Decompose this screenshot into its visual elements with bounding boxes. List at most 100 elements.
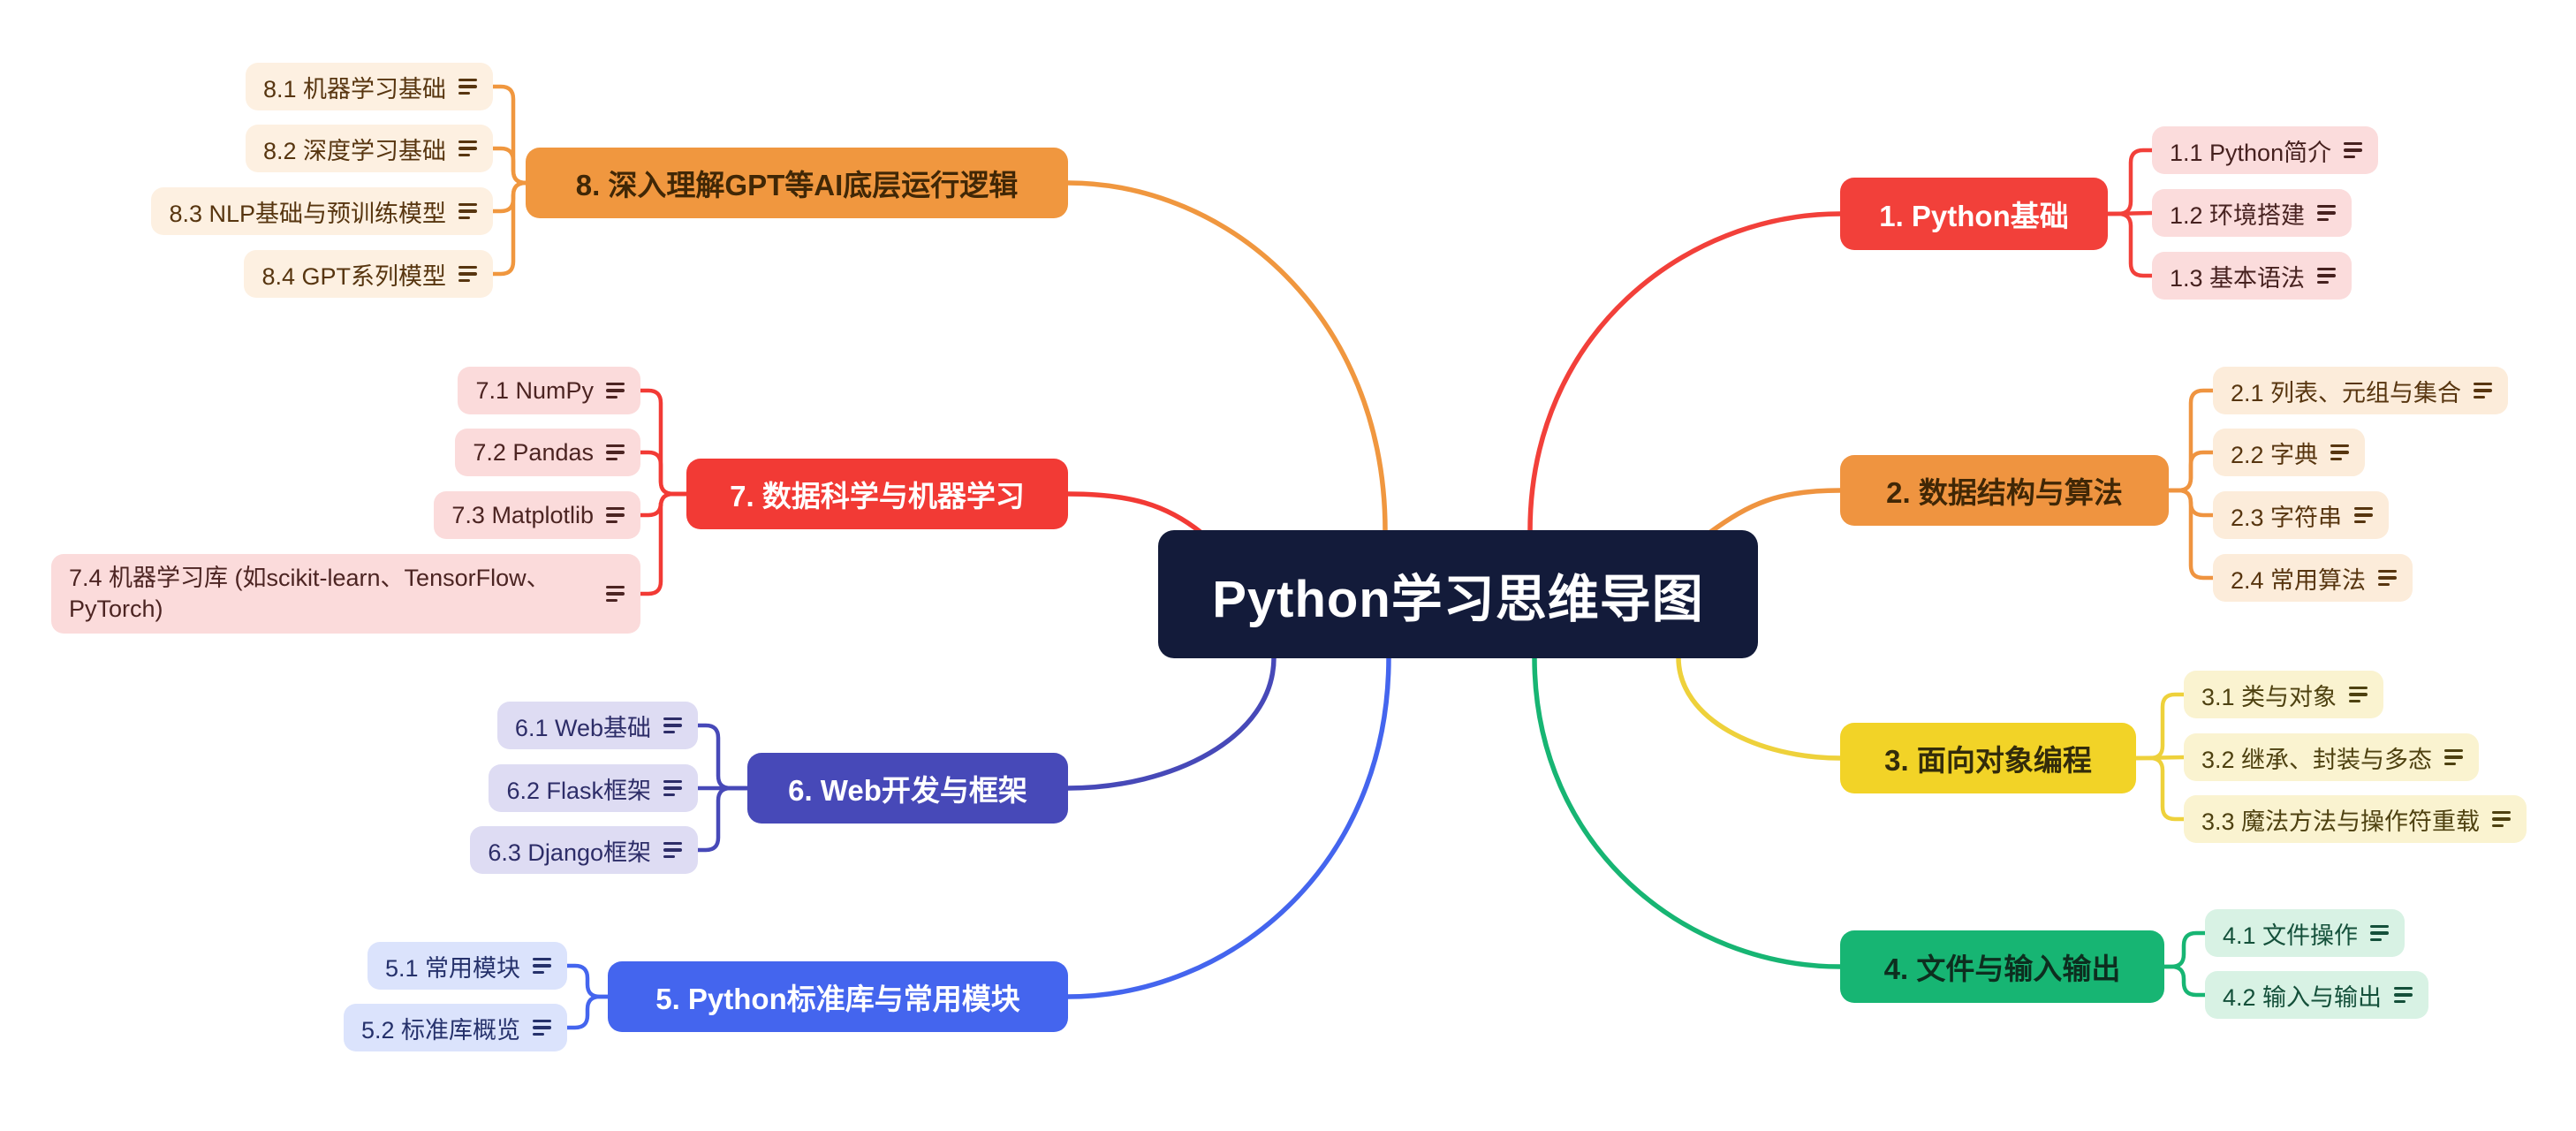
- child-node-6-3[interactable]: 6.3 Django框架: [470, 826, 698, 874]
- notes-icon[interactable]: [2330, 444, 2350, 461]
- child-node-7-3[interactable]: 7.3 Matplotlib: [434, 491, 640, 539]
- notes-icon[interactable]: [458, 265, 477, 283]
- connector-branch-6-child-1: [695, 723, 750, 791]
- branch-node-4[interactable]: 4. 文件与输入输出: [1840, 930, 2164, 1003]
- connector-center-branch-6: [1065, 655, 1277, 791]
- notes-icon[interactable]: [533, 957, 551, 975]
- branch-label: 3. 面向对象编程: [1884, 744, 2092, 777]
- child-node-5-1[interactable]: 5.1 常用模块: [367, 942, 567, 990]
- child-label: 2.1 列表、元组与集合: [2231, 379, 2462, 406]
- child-node-2-4[interactable]: 2.4 常用算法: [2213, 554, 2413, 602]
- child-node-4-1[interactable]: 4.1 文件操作: [2205, 909, 2406, 957]
- notes-icon[interactable]: [663, 717, 682, 734]
- branch-node-8[interactable]: 8. 深入理解GPT等AI底层运行逻辑: [526, 148, 1068, 218]
- child-node-3-3[interactable]: 3.3 魔法方法与操作符重载: [2184, 795, 2527, 843]
- notes-icon[interactable]: [458, 140, 477, 157]
- connector-branch-1-child-1: [2105, 148, 2155, 216]
- child-label: 8.2 深度学习基础: [262, 137, 446, 164]
- connector-branch-2-child-4: [2166, 488, 2216, 581]
- child-label: 6.1 Web基础: [514, 714, 651, 741]
- child-label: 4.1 文件操作: [2223, 922, 2359, 949]
- notes-icon[interactable]: [606, 585, 625, 603]
- connector-branch-2-child-2: [2166, 450, 2216, 493]
- connector-branch-1-child-3: [2105, 211, 2155, 278]
- branch-node-7[interactable]: 7. 数据科学与机器学习: [686, 459, 1068, 529]
- child-node-1-1[interactable]: 1.1 Python简介: [2152, 126, 2379, 174]
- branch-node-3[interactable]: 3. 面向对象编程: [1840, 723, 2136, 793]
- child-label: 8.3 NLP基础与预训练模型: [169, 200, 446, 227]
- notes-icon[interactable]: [2354, 506, 2374, 524]
- child-label: 2.3 字符串: [2231, 504, 2343, 531]
- notes-icon[interactable]: [2317, 204, 2337, 222]
- branch-node-6[interactable]: 6. Web开发与框架: [747, 753, 1068, 824]
- connector-branch-4-child-2: [2162, 964, 2208, 998]
- child-node-8-3[interactable]: 8.3 NLP基础与预训练模型: [151, 187, 493, 235]
- child-node-8-4[interactable]: 8.4 GPT系列模型: [244, 250, 493, 298]
- notes-icon[interactable]: [2344, 141, 2363, 159]
- child-node-7-2[interactable]: 7.2 Pandas: [455, 429, 640, 476]
- connector-center-branch-8: [1065, 180, 1388, 534]
- connector-branch-6-child-3: [695, 786, 750, 853]
- child-node-7-4[interactable]: 7.4 机器学习库 (如scikit-learn、TensorFlow、PyTo…: [51, 554, 640, 634]
- notes-icon[interactable]: [2492, 810, 2512, 828]
- child-label: 3.1 类与对象: [2201, 683, 2337, 710]
- connector-branch-3-child-1: [2133, 692, 2186, 761]
- branch-label: 4. 文件与输入输出: [1883, 953, 2121, 985]
- child-label: 5.2 标准库概览: [360, 1016, 520, 1044]
- child-label: 6.3 Django框架: [488, 839, 651, 866]
- notes-icon[interactable]: [606, 506, 625, 524]
- connector-branch-7-child-2: [638, 450, 689, 497]
- child-node-7-1[interactable]: 7.1 NumPy: [458, 367, 640, 414]
- notes-icon[interactable]: [458, 202, 477, 220]
- notes-icon[interactable]: [606, 382, 625, 399]
- notes-icon[interactable]: [2349, 686, 2368, 703]
- notes-icon[interactable]: [458, 78, 477, 95]
- child-node-6-1[interactable]: 6.1 Web基础: [496, 702, 698, 749]
- connector-center-branch-4: [1532, 655, 1843, 969]
- branch-label: 1. Python基础: [1879, 200, 2069, 232]
- child-label: 7.2 Pandas: [473, 438, 594, 466]
- notes-icon[interactable]: [2378, 569, 2398, 587]
- connector-branch-8-child-1: [490, 84, 528, 186]
- notes-icon[interactable]: [2394, 986, 2413, 1004]
- child-node-8-1[interactable]: 8.1 机器学习基础: [245, 63, 493, 110]
- connector-branch-8-child-4: [490, 180, 528, 277]
- notes-icon[interactable]: [533, 1019, 551, 1036]
- notes-icon[interactable]: [663, 841, 682, 859]
- notes-icon[interactable]: [2370, 924, 2390, 942]
- notes-icon[interactable]: [2317, 267, 2337, 285]
- child-node-1-2[interactable]: 1.2 环境搭建: [2152, 189, 2352, 237]
- child-node-2-1[interactable]: 2.1 列表、元组与集合: [2213, 367, 2509, 414]
- child-node-3-2[interactable]: 3.2 继承、封装与多态: [2184, 733, 2480, 781]
- child-label: 8.1 机器学习基础: [262, 75, 446, 102]
- branch-node-2[interactable]: 2. 数据结构与算法: [1840, 455, 2169, 526]
- notes-icon[interactable]: [2444, 748, 2464, 766]
- child-node-4-2[interactable]: 4.2 输入与输出: [2205, 971, 2429, 1019]
- child-node-3-1[interactable]: 3.1 类与对象: [2184, 671, 2384, 718]
- child-node-2-2[interactable]: 2.2 字典: [2213, 429, 2366, 476]
- connector-branch-7-child-1: [638, 388, 689, 497]
- child-node-8-2[interactable]: 8.2 深度学习基础: [245, 125, 493, 172]
- notes-icon[interactable]: [606, 444, 625, 461]
- connector-center-branch-2: [1707, 488, 1843, 535]
- child-label: 2.4 常用算法: [2231, 566, 2367, 594]
- branch-label: 7. 数据科学与机器学习: [730, 480, 1025, 512]
- child-label: 8.4 GPT系列模型: [261, 262, 446, 290]
- notes-icon[interactable]: [2474, 382, 2493, 399]
- connector-branch-4-child-1: [2162, 930, 2208, 969]
- connector-branch-8-child-2: [490, 146, 528, 186]
- child-node-5-2[interactable]: 5.2 标准库概览: [343, 1004, 567, 1051]
- branch-node-1[interactable]: 1. Python基础: [1840, 178, 2108, 250]
- branch-node-5[interactable]: 5. Python标准库与常用模块: [608, 961, 1068, 1032]
- connector-center-branch-1: [1527, 211, 1843, 534]
- branch-label: 6. Web开发与框架: [788, 774, 1027, 807]
- child-node-1-3[interactable]: 1.3 基本语法: [2152, 252, 2352, 300]
- central-topic[interactable]: Python学习思维导图: [1158, 530, 1758, 658]
- child-label: 7.3 Matplotlib: [451, 501, 594, 528]
- child-node-6-2[interactable]: 6.2 Flask框架: [489, 764, 698, 812]
- child-node-2-3[interactable]: 2.3 字符串: [2213, 491, 2390, 539]
- notes-icon[interactable]: [663, 779, 682, 797]
- connector-center-branch-5: [1065, 655, 1391, 999]
- child-label: 1.3 基本语法: [2170, 264, 2306, 292]
